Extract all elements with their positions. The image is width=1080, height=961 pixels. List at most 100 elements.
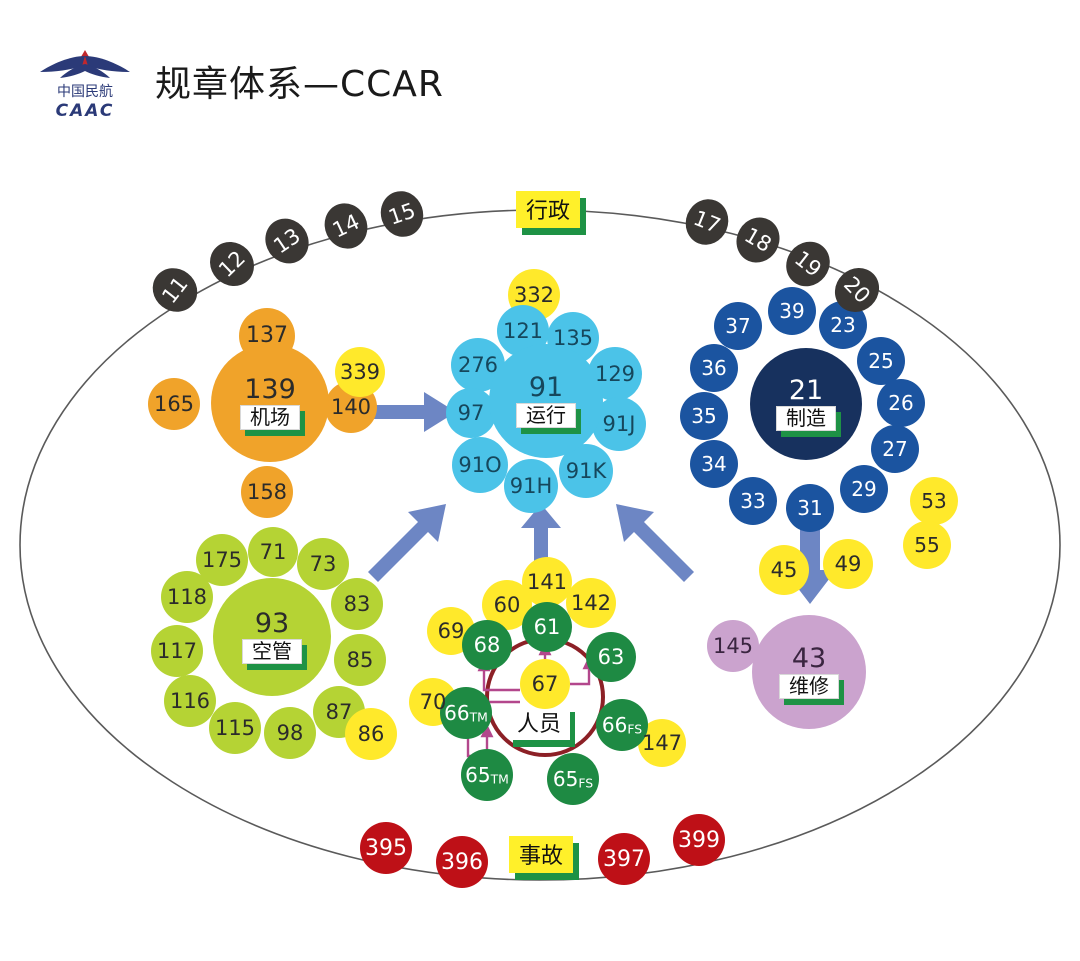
node-71[interactable]: 71 — [248, 527, 298, 577]
hub-manufacturing-number: 21 — [788, 375, 824, 406]
node-339[interactable]: 339 — [335, 347, 385, 397]
hub-atc-caption: 空管 — [242, 639, 302, 664]
node-35-label: 35 — [691, 404, 717, 428]
hub-personnel-caption: 人员 — [508, 705, 570, 740]
node-36[interactable]: 36 — [690, 344, 738, 392]
node-68[interactable]: 68 — [462, 620, 512, 670]
node-71-label: 71 — [259, 539, 287, 564]
node-332-label: 332 — [513, 282, 555, 307]
arc-chip-396[interactable]: 396 — [436, 836, 488, 888]
hub-operations[interactable]: 91 运行 — [489, 344, 603, 458]
hub-atc[interactable]: 93 空管 — [213, 578, 331, 696]
node-39[interactable]: 39 — [768, 287, 816, 335]
node-83[interactable]: 83 — [331, 578, 383, 630]
svg-text:CAAC: CAAC — [56, 101, 115, 121]
node-65FS[interactable]: 65FS — [547, 753, 599, 805]
node-145[interactable]: 145 — [707, 620, 759, 672]
node-49[interactable]: 49 — [823, 539, 873, 589]
node-45[interactable]: 45 — [759, 545, 809, 595]
node-117-label: 117 — [156, 638, 198, 663]
node-27[interactable]: 27 — [871, 425, 919, 473]
node-87-label: 87 — [325, 699, 353, 724]
node-68-label: 68 — [473, 632, 501, 657]
hub-operations-caption: 运行 — [516, 403, 576, 428]
node-29[interactable]: 29 — [840, 465, 888, 513]
arc-chip-395[interactable]: 395 — [360, 822, 412, 874]
node-31[interactable]: 31 — [786, 484, 834, 532]
node-65FS-label: 65FS — [552, 766, 594, 791]
node-73-label: 73 — [309, 551, 337, 576]
node-63-label: 63 — [597, 644, 625, 669]
hub-personnel-67[interactable]: 67 — [520, 659, 570, 709]
node-91H[interactable]: 91H — [504, 459, 558, 513]
node-116[interactable]: 116 — [164, 675, 216, 727]
node-158-label: 158 — [246, 479, 288, 504]
node-61[interactable]: 61 — [522, 602, 572, 652]
node-115[interactable]: 115 — [209, 702, 261, 754]
svg-text:中国民航: 中国民航 — [57, 84, 113, 100]
hub-maintenance-caption: 维修 — [779, 674, 839, 699]
node-63[interactable]: 63 — [586, 632, 636, 682]
node-73[interactable]: 73 — [297, 538, 349, 590]
node-66FS[interactable]: 66FS — [596, 699, 648, 751]
node-142[interactable]: 142 — [566, 578, 616, 628]
node-98-label: 98 — [276, 720, 304, 745]
node-66TM[interactable]: 66TM — [440, 687, 492, 739]
node-98[interactable]: 98 — [264, 707, 316, 759]
arc-tag-administration: 行政 — [516, 191, 581, 228]
node-55-label: 55 — [914, 533, 940, 557]
arrow-airport-to-operations — [374, 392, 456, 432]
node-35[interactable]: 35 — [680, 392, 728, 440]
page-header: 中国民航 CAAC 规章体系—CCAR — [0, 0, 1080, 150]
node-55[interactable]: 55 — [903, 521, 951, 569]
node-65TM[interactable]: 65TM — [461, 749, 513, 801]
node-86-label: 86 — [357, 721, 385, 746]
node-91K[interactable]: 91K — [559, 444, 613, 498]
node-118[interactable]: 118 — [161, 571, 213, 623]
node-53[interactable]: 53 — [910, 477, 958, 525]
node-91J-label: 91J — [602, 411, 636, 436]
hub-maintenance[interactable]: 43 维修 — [752, 615, 866, 729]
node-65TM-label: 65TM — [465, 762, 509, 787]
node-97[interactable]: 97 — [446, 388, 496, 438]
node-142-label: 142 — [570, 590, 612, 615]
node-129-label: 129 — [594, 361, 636, 386]
node-91O[interactable]: 91O — [452, 437, 508, 493]
node-53-label: 53 — [921, 489, 947, 513]
node-34[interactable]: 34 — [690, 440, 738, 488]
node-86[interactable]: 86 — [345, 708, 397, 760]
node-91H-label: 91H — [509, 473, 553, 498]
node-175[interactable]: 175 — [196, 534, 248, 586]
node-25-label: 25 — [868, 349, 894, 373]
node-61-label: 61 — [533, 614, 561, 639]
arc-chip-399[interactable]: 399 — [673, 814, 725, 866]
node-117[interactable]: 117 — [151, 625, 203, 677]
node-29-label: 29 — [851, 477, 877, 501]
node-158[interactable]: 158 — [241, 466, 293, 518]
node-37[interactable]: 37 — [714, 302, 762, 350]
node-135-label: 135 — [552, 325, 594, 350]
node-66FS-label: 66FS — [601, 712, 643, 737]
arc-chip-397[interactable]: 397 — [598, 833, 650, 885]
hub-manufacturing[interactable]: 21 制造 — [750, 348, 862, 460]
hub-airport-number: 139 — [244, 374, 296, 405]
node-121-label: 121 — [502, 318, 544, 343]
node-165-label: 165 — [153, 391, 195, 416]
node-25[interactable]: 25 — [857, 337, 905, 385]
node-85[interactable]: 85 — [334, 634, 386, 686]
node-60-label: 60 — [493, 592, 521, 617]
hub-atc-number: 93 — [254, 608, 290, 639]
node-33[interactable]: 33 — [729, 477, 777, 525]
node-165[interactable]: 165 — [148, 378, 200, 430]
node-145-label: 145 — [712, 633, 754, 658]
node-26-label: 26 — [888, 391, 914, 415]
node-91O-label: 91O — [458, 452, 502, 477]
node-26[interactable]: 26 — [877, 379, 925, 427]
node-85-label: 85 — [346, 647, 374, 672]
node-276[interactable]: 276 — [451, 338, 505, 392]
hub-airport[interactable]: 139 机场 — [211, 344, 329, 462]
node-147[interactable]: 147 — [638, 719, 686, 767]
hub-manufacturing-caption: 制造 — [776, 406, 836, 431]
node-70-label: 70 — [419, 689, 447, 714]
